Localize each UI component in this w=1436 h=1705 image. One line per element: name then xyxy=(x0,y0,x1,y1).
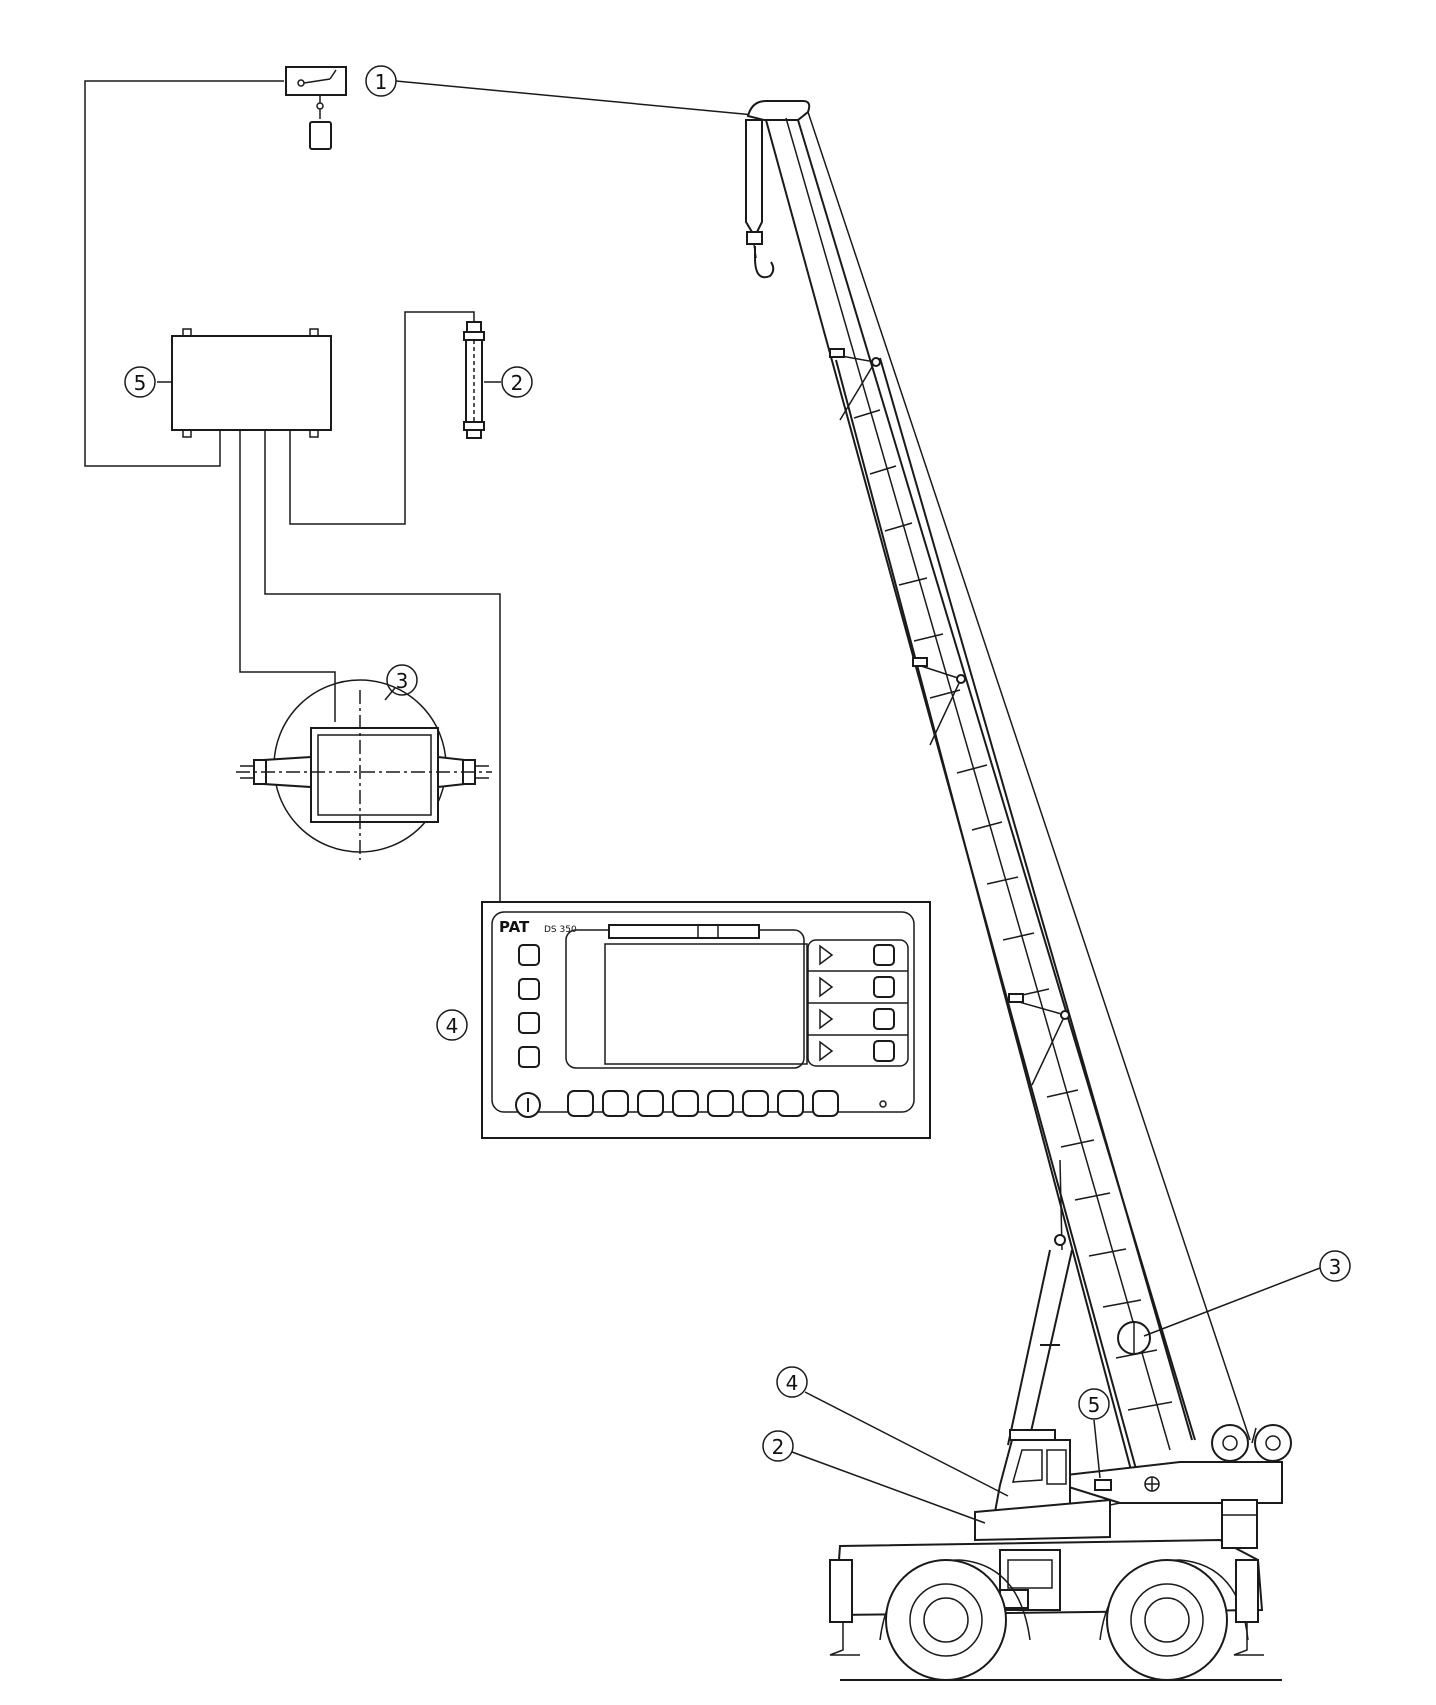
left-key-4[interactable] xyxy=(518,1046,540,1068)
spreaders xyxy=(829,348,1070,1086)
model-label: DS 350 xyxy=(544,925,577,935)
callout-1: 1 xyxy=(365,65,397,97)
boom-sections xyxy=(853,409,1173,1411)
display-console: PAT DS 350 xyxy=(481,901,931,1139)
anti-two-block-switch xyxy=(285,66,347,150)
callout-5: 5 xyxy=(124,366,156,398)
wiring xyxy=(84,80,755,902)
callout-2: 2 xyxy=(501,366,533,398)
svg-text:4: 4 xyxy=(446,1014,459,1038)
svg-text:2: 2 xyxy=(511,371,524,395)
right-key-3[interactable] xyxy=(873,1008,895,1030)
load-cell xyxy=(236,679,492,860)
right-key-1[interactable] xyxy=(873,944,895,966)
svg-text:5: 5 xyxy=(1088,1393,1101,1417)
left-key-1[interactable] xyxy=(518,944,540,966)
crane-callouts: 3 4 2 5 xyxy=(762,1250,1351,1524)
length-sensor xyxy=(463,321,501,439)
svg-text:1: 1 xyxy=(375,70,388,94)
operator-cab xyxy=(974,1429,1111,1542)
central-unit xyxy=(157,328,332,438)
brand-label: PAT xyxy=(499,918,530,936)
crane xyxy=(745,100,1292,1681)
svg-text:5: 5 xyxy=(134,371,147,395)
indicator-led xyxy=(879,1100,887,1108)
right-key-2[interactable] xyxy=(873,976,895,998)
wheels xyxy=(885,1559,1228,1681)
callout-3: 3 xyxy=(386,664,418,696)
callout-4: 4 xyxy=(436,1009,468,1041)
svg-text:3: 3 xyxy=(1329,1255,1342,1279)
svg-text:2: 2 xyxy=(772,1435,785,1459)
svg-text:4: 4 xyxy=(786,1371,799,1395)
bottom-keys[interactable] xyxy=(567,1090,839,1117)
left-key-3[interactable] xyxy=(518,1012,540,1034)
right-key-4[interactable] xyxy=(873,1040,895,1062)
left-key-2[interactable] xyxy=(518,978,540,1000)
svg-text:3: 3 xyxy=(396,669,409,693)
